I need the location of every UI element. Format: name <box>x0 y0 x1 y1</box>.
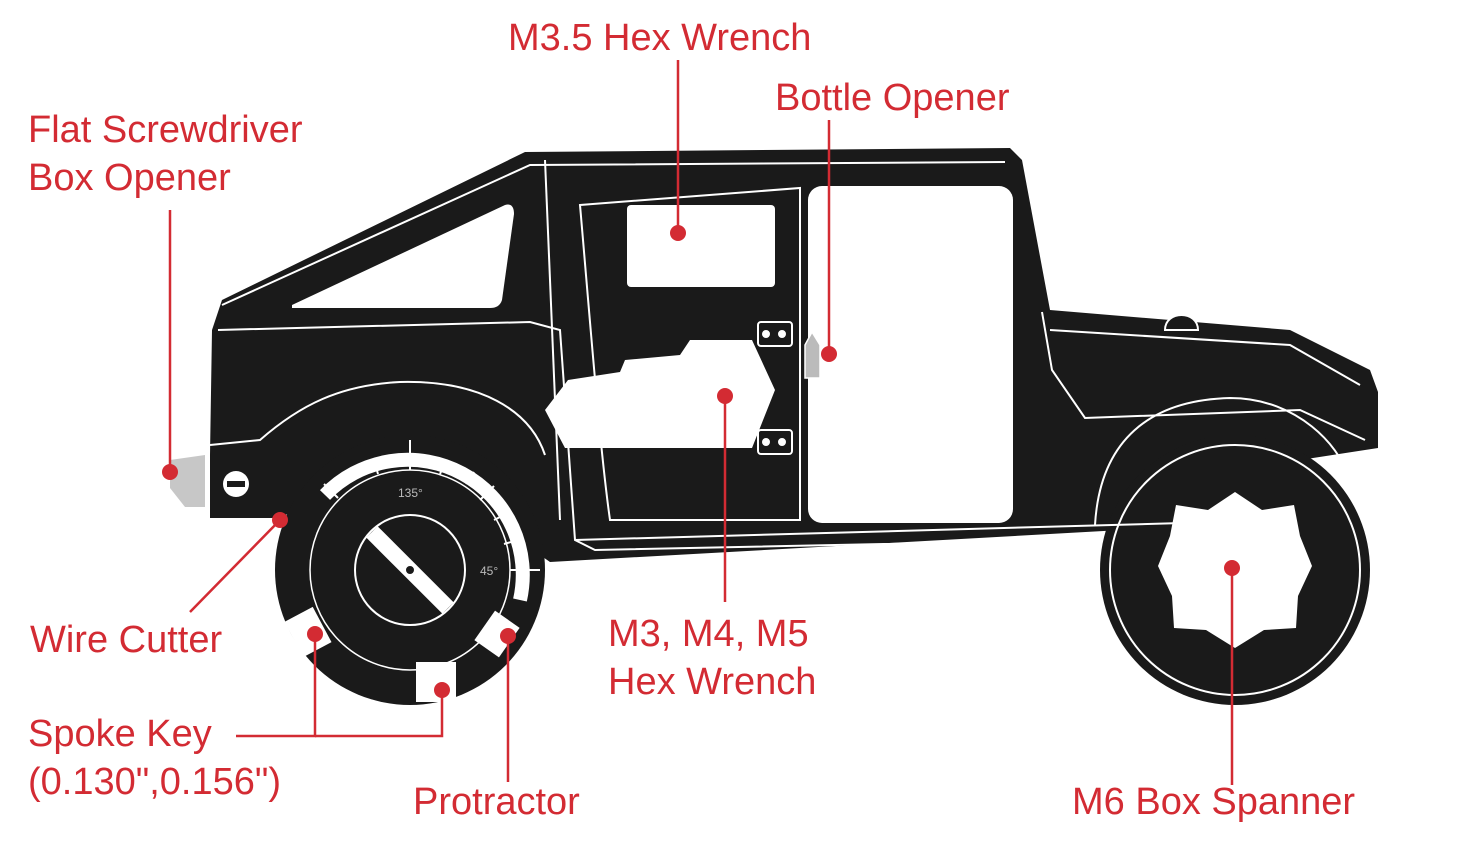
label-spoke-key: Spoke Key (0.130",0.156") <box>28 710 281 806</box>
label-bottle-opener: Bottle Opener <box>775 74 1009 122</box>
dot-spoke-2 <box>434 682 450 698</box>
label-flat-screwdriver: Flat Screwdriver Box Opener <box>28 106 303 202</box>
dot-flat <box>162 464 178 480</box>
rear-quarter-window <box>292 204 514 308</box>
dot-hex345 <box>717 388 733 404</box>
label-m3-m4-m5-hex-wrench: M3, M4, M5 Hex Wrench <box>608 610 816 706</box>
label-text: M3.5 Hex Wrench <box>508 17 812 59</box>
label-text: Protractor <box>413 781 580 823</box>
label-text: Wire Cutter <box>30 619 223 661</box>
dot-wire <box>272 512 288 528</box>
label-text: Bottle Opener <box>775 77 1010 119</box>
rear-door-window <box>627 205 775 287</box>
front-door-opening <box>808 186 1013 523</box>
dot-bottle <box>821 346 837 362</box>
label-m35-hex-wrench: M3.5 Hex Wrench <box>508 14 811 62</box>
dot-m6 <box>1224 560 1240 576</box>
dot-hex35 <box>670 225 686 241</box>
bottle-opener-handle <box>804 330 821 379</box>
label-text-line2: Hex Wrench <box>608 661 817 703</box>
dot-spoke-1 <box>307 626 323 642</box>
door-hinges <box>757 321 793 455</box>
leader-lines <box>168 60 1234 785</box>
label-protractor: Protractor <box>413 778 580 826</box>
hex-wrench-cutout <box>545 340 775 448</box>
spoke-key-notch-2 <box>416 662 456 702</box>
label-text-line1: M3, M4, M5 <box>608 613 809 655</box>
label-text-line2: (0.130",0.156") <box>28 761 282 803</box>
label-wire-cutter: Wire Cutter <box>30 616 222 664</box>
protractor-ticks <box>323 440 540 571</box>
protractor-tick-label-45: 45° <box>480 564 498 578</box>
protractor-tick-label-135: 135° <box>398 486 423 500</box>
flat-screwdriver-blade <box>170 455 205 507</box>
label-text-line2: Box Opener <box>28 157 231 199</box>
label-text-line1: Spoke Key <box>28 713 212 755</box>
marker-dots <box>162 225 1240 698</box>
label-m6-box-spanner: M6 Box Spanner <box>1072 778 1355 826</box>
label-text-line1: Flat Screwdriver <box>28 109 303 151</box>
hood-bump <box>1163 314 1200 331</box>
spoke-key-notch-3 <box>474 610 520 658</box>
body-outlines <box>209 159 1366 552</box>
dot-protractor <box>500 628 516 644</box>
label-text: M6 Box Spanner <box>1072 781 1356 823</box>
